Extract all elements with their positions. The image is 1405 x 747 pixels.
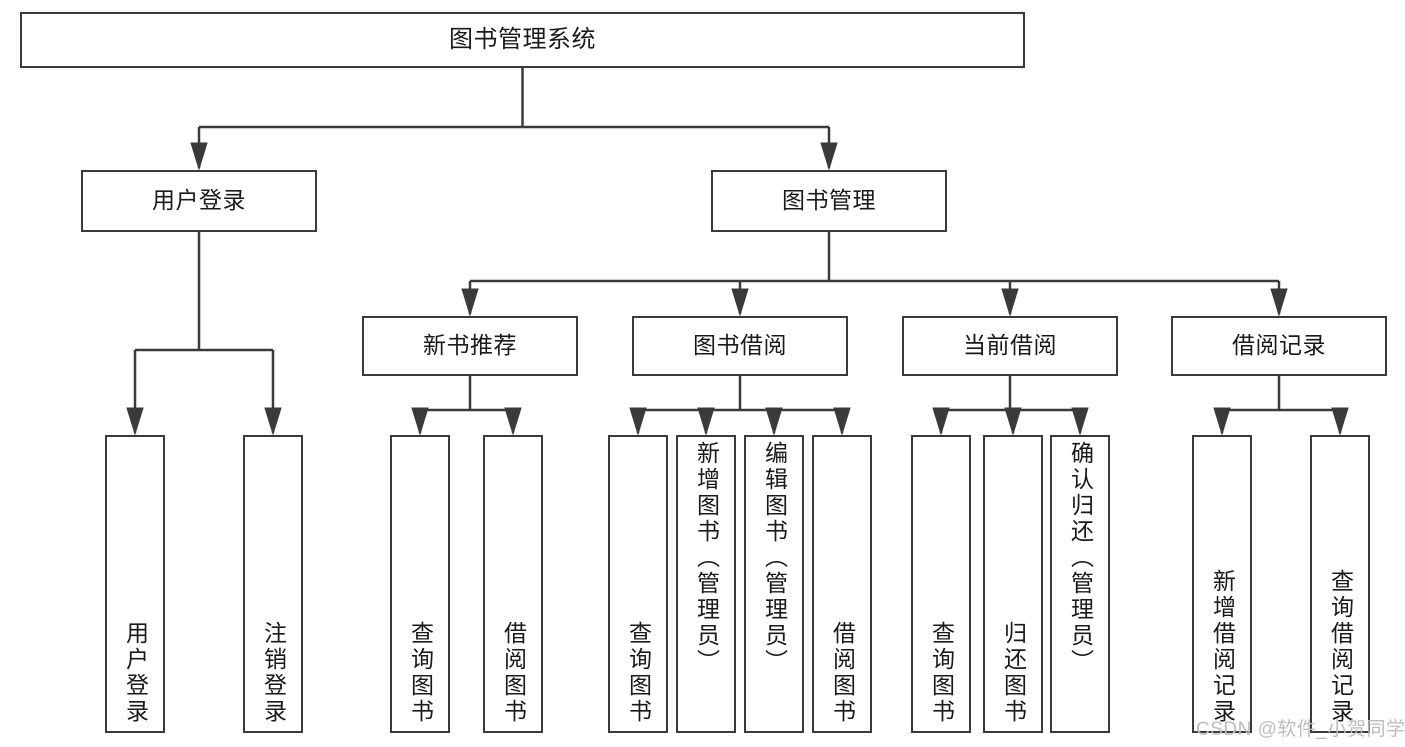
node-loan-record[interactable]: 借阅记录	[1171, 316, 1387, 376]
arrowhead-icon	[461, 288, 479, 317]
node-leaf-query-book-2[interactable]: 查询图书	[608, 435, 668, 733]
node-current-loan[interactable]: 当前借阅	[902, 316, 1118, 376]
node-leaf-add-book[interactable]: 新增图书（管理员）	[676, 435, 736, 733]
arrowhead-icon	[190, 142, 208, 171]
arrowhead-icon	[731, 288, 749, 317]
node-new-book-rec[interactable]: 新书推荐	[362, 316, 578, 376]
node-leaf-query-record[interactable]: 查询借阅记录	[1310, 435, 1370, 733]
node-label: 查询借阅记录	[1327, 569, 1354, 725]
arrowhead-icon	[820, 142, 838, 171]
node-book-borrow[interactable]: 图书借阅	[632, 316, 848, 376]
node-book-manage[interactable]: 图书管理	[711, 170, 947, 232]
arrowhead-icon	[264, 407, 282, 436]
node-user-login[interactable]: 用户登录	[81, 170, 317, 232]
node-label: 注销登录	[260, 621, 287, 725]
node-leaf-query-book-1[interactable]: 查询图书	[390, 435, 450, 733]
arrowhead-icon	[1270, 288, 1288, 317]
node-label: 新增图书（管理员）	[693, 441, 720, 675]
node-leaf-user-login[interactable]: 用户登录	[105, 435, 165, 733]
arrowhead-icon	[1071, 407, 1089, 436]
arrowhead-icon	[1001, 288, 1019, 317]
node-leaf-borrow-book-2[interactable]: 借阅图书	[812, 435, 872, 733]
node-label: 图书管理	[782, 187, 876, 214]
node-leaf-borrow-book-1[interactable]: 借阅图书	[483, 435, 543, 733]
arrowhead-icon	[126, 407, 144, 436]
arrowhead-icon	[411, 407, 429, 436]
arrowhead-icon	[1004, 407, 1022, 436]
node-leaf-confirm-ret[interactable]: 确认归还（管理员）	[1050, 435, 1110, 733]
arrowhead-icon	[629, 407, 647, 436]
node-leaf-logout[interactable]: 注销登录	[243, 435, 303, 733]
csdn-watermark: CSDN @软件_小贺同学	[1196, 719, 1405, 740]
node-leaf-return-book[interactable]: 归还图书	[983, 435, 1043, 733]
arrowhead-icon	[765, 407, 783, 436]
node-root[interactable]: 图书管理系统	[20, 12, 1025, 68]
node-label: 确认归还（管理员）	[1067, 441, 1094, 675]
arrowhead-icon	[1331, 407, 1349, 436]
node-label: 用户登录	[152, 187, 246, 214]
node-label: 查询图书	[625, 621, 652, 725]
arrowhead-icon	[1213, 407, 1231, 436]
arrowhead-icon	[833, 407, 851, 436]
node-label: 查询图书	[928, 621, 955, 725]
node-label: 借阅记录	[1232, 332, 1326, 359]
node-label: 查询图书	[407, 621, 434, 725]
node-label: 图书借阅	[693, 332, 787, 359]
node-label: 编辑图书（管理员）	[761, 441, 788, 675]
node-label: 图书管理系统	[449, 25, 596, 53]
node-label: 当前借阅	[963, 332, 1057, 359]
node-label: 新书推荐	[423, 332, 517, 359]
node-leaf-query-book-3[interactable]: 查询图书	[911, 435, 971, 733]
arrowhead-icon	[932, 407, 950, 436]
node-label: 归还图书	[1000, 621, 1027, 725]
arrowhead-icon	[504, 407, 522, 436]
node-label: 新增借阅记录	[1209, 569, 1236, 725]
node-label: 借阅图书	[500, 621, 527, 725]
node-leaf-add-record[interactable]: 新增借阅记录	[1192, 435, 1252, 733]
node-label: 借阅图书	[829, 621, 856, 725]
arrowhead-icon	[697, 407, 715, 436]
node-label: 用户登录	[122, 621, 149, 725]
node-leaf-edit-book[interactable]: 编辑图书（管理员）	[744, 435, 804, 733]
